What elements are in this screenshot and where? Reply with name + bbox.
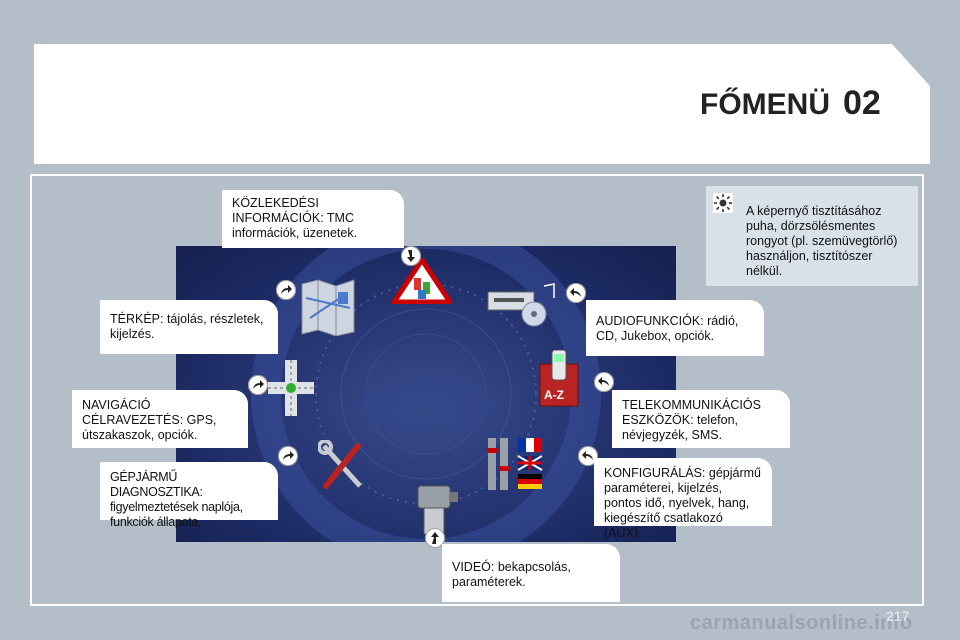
- content-frame: [30, 174, 924, 606]
- page-number: 217: [886, 608, 910, 624]
- telecom-text: TELEKOMMUNIKÁCIÓS ESZKÖZÖK: telefon, név…: [622, 398, 761, 442]
- traffic-info-box: KÖZLEKEDÉSI INFORMÁCIÓK: TMC információk…: [222, 190, 404, 248]
- navigation-box: NAVIGÁCIÓ CÉLRAVEZETÉS: GPS, útszakaszok…: [72, 390, 248, 448]
- telecom-box: TELEKOMMUNIKÁCIÓS ESZKÖZÖK: telefon, név…: [612, 390, 790, 448]
- traffic-info-text: KÖZLEKEDÉSI INFORMÁCIÓK: TMC információk…: [232, 196, 358, 240]
- audio-box: AUDIOFUNKCIÓK: rádió, CD, Jukebox, opció…: [586, 300, 764, 356]
- cleaning-note-text: A képernyő tisztításához puha, dörzsölés…: [746, 204, 898, 278]
- map-box: TÉRKÉP: tájolás, részletek, kijelzés.: [100, 300, 278, 354]
- audio-text: AUDIOFUNKCIÓK: rádió, CD, Jukebox, opció…: [596, 314, 739, 343]
- arrow-down-icon: [401, 246, 421, 266]
- arrow-right-icon: [278, 446, 298, 466]
- navigation-text: NAVIGÁCIÓ CÉLRAVEZETÉS: GPS, útszakaszok…: [82, 398, 217, 442]
- az-label: A-Z: [544, 388, 564, 402]
- settings-flags-icon[interactable]: [484, 436, 548, 497]
- video-text: VIDEÓ: bekapcsolás, paraméterek.: [452, 560, 571, 589]
- video-box: VIDEÓ: bekapcsolás, paraméterek.: [442, 544, 620, 602]
- cleaning-note: A képernyő tisztításához puha, dörzsölés…: [706, 186, 918, 286]
- arrow-up-icon: [425, 528, 445, 548]
- config-box: KONFIGURÁLÁS: gépjármű paraméterei, kije…: [594, 458, 772, 540]
- page-title: FŐMENÜ: [700, 88, 830, 121]
- watermark: carmanualsonline.info: [690, 612, 913, 634]
- map-text: TÉRKÉP: tájolás, részletek, kijelzés.: [110, 312, 264, 341]
- diagnostics-box: GÉPJÁRMŰ DIAGNOSZTIKA: figyelmeztetések …: [100, 462, 278, 529]
- arrow-left-icon: [578, 446, 598, 466]
- arrow-left-icon: [594, 372, 614, 392]
- chapter-number: 02: [843, 84, 881, 122]
- video-camera-icon[interactable]: [408, 484, 460, 543]
- tools-icon[interactable]: [317, 439, 366, 497]
- header-banner: [34, 44, 930, 164]
- phonebook-icon[interactable]: A-Z: [538, 349, 582, 413]
- crossroad-icon[interactable]: [268, 360, 314, 421]
- map-icon[interactable]: [300, 278, 356, 341]
- arrow-right-icon: [248, 375, 268, 395]
- diagnostics-text: GÉPJÁRMŰ DIAGNOSZTIKA: figyelmeztetések …: [110, 470, 243, 529]
- audio-cd-icon[interactable]: [486, 282, 556, 333]
- config-text: KONFIGURÁLÁS: gépjármű paraméterei, kije…: [604, 466, 761, 540]
- arrow-right-icon: [276, 280, 296, 300]
- sun-icon: [713, 193, 733, 213]
- traffic-warning-icon[interactable]: [389, 255, 455, 309]
- arrow-left-icon: [566, 283, 586, 303]
